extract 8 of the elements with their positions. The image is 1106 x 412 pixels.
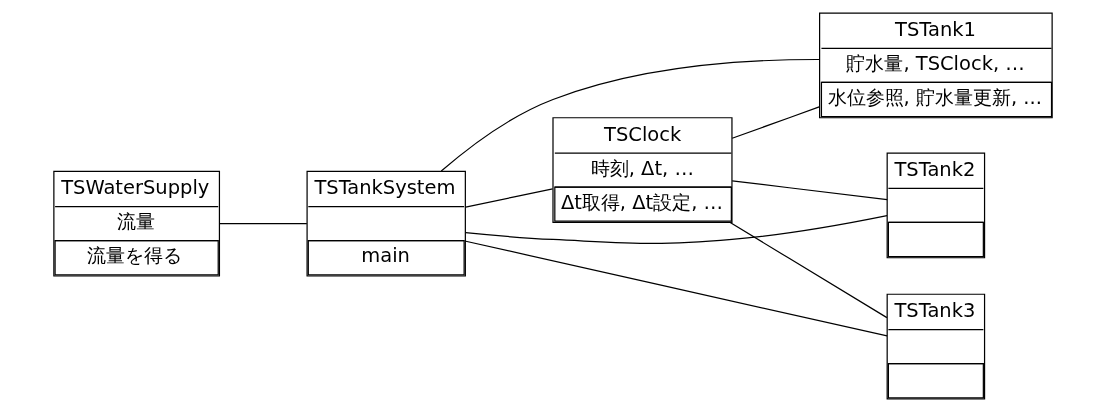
connector [729, 221, 888, 319]
connector [465, 188, 554, 208]
connector [465, 240, 888, 337]
connector [731, 180, 888, 201]
connector [731, 106, 820, 139]
connector [218, 223, 308, 225]
connector [440, 58, 821, 172]
connector [465, 215, 888, 245]
